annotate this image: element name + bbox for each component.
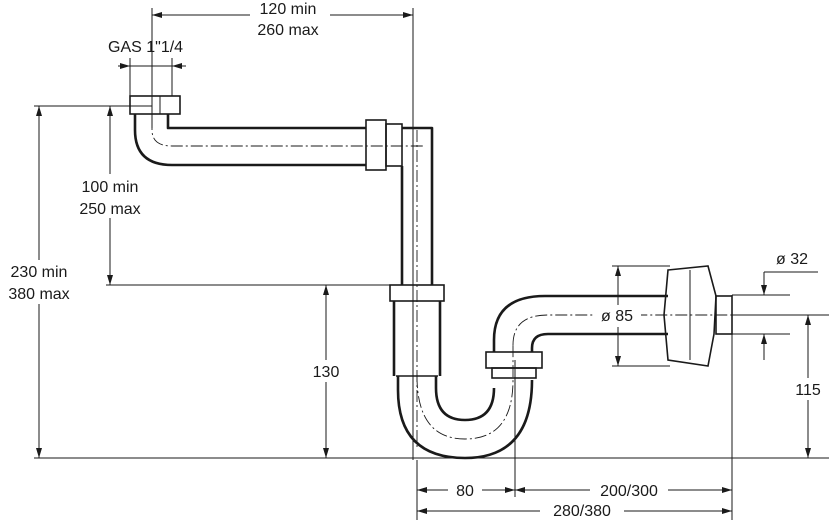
- trap-nut: [389, 284, 445, 302]
- dimension-lines: [36, 12, 818, 514]
- vertical-pipe: [400, 126, 434, 450]
- inlet-nut: [129, 95, 181, 115]
- trap-body: [389, 284, 543, 460]
- top-width-max-label: 260 max: [257, 22, 318, 39]
- outlet-height-label: 115: [795, 382, 821, 399]
- wall-rosette: [663, 265, 717, 367]
- overall-length-label: 280/380: [553, 503, 611, 520]
- gas-thread-label: GAS 1"1/4: [108, 39, 183, 56]
- inlet-drop-min-label: 100 min: [82, 179, 139, 196]
- total-height-min-label: 230 min: [11, 264, 68, 281]
- inlet-tailpiece: [129, 78, 425, 167]
- inlet-drop-max-label: 250 max: [79, 201, 140, 218]
- outlet-nut: [485, 351, 543, 369]
- outlet-arm: [492, 265, 829, 367]
- trap-height-label: 130: [313, 364, 340, 381]
- trap-width-label: 80: [456, 483, 474, 500]
- outlet-length-label: 200/300: [600, 483, 658, 500]
- outlet-diameter-label: ø 32: [776, 251, 808, 268]
- top-width-min-label: 120 min: [260, 1, 317, 18]
- wall-sleeve: [715, 295, 733, 335]
- slip-joint-nut: [365, 119, 403, 171]
- rosette-diameter-label: ø 85: [601, 308, 633, 325]
- total-height-max-label: 380 max: [8, 286, 69, 303]
